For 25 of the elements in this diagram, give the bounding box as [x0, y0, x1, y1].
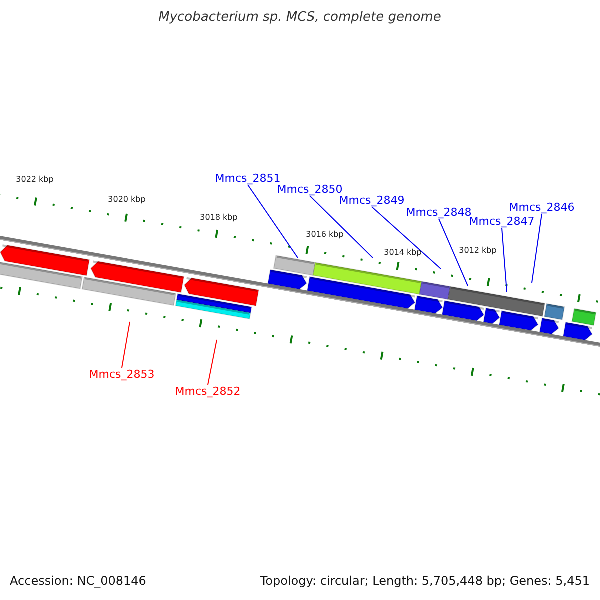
genome-info-text: Topology: circular; Length: 5,705,448 bp; Genes: 5,451 — [260, 574, 590, 588]
leader-line — [122, 322, 130, 368]
scale-label: 3016 kbp — [306, 230, 344, 239]
scale-label: 3012 kbp — [459, 246, 497, 255]
gene-label: Mmcs_2848 — [406, 206, 472, 219]
leader-line — [310, 196, 374, 258]
leader-line — [208, 340, 218, 386]
scale-label: 3018 kbp — [200, 213, 238, 222]
gene-label: Mmcs_2847 — [469, 215, 535, 228]
scale-label: 3014 kbp — [384, 248, 422, 257]
leader-line — [502, 228, 508, 292]
gene-label: Mmcs_2850 — [277, 183, 343, 196]
leader-line — [248, 184, 298, 258]
gene-label: Mmcs_2852 — [175, 385, 241, 398]
leader-line — [532, 214, 542, 284]
gene-label: Mmcs_2851 — [215, 172, 281, 185]
title: Mycobacterium sp. MCS, complete genome — [158, 10, 442, 25]
gene-label: Mmcs_2849 — [339, 194, 405, 207]
leader-line — [438, 218, 468, 286]
leader-line — [372, 206, 442, 270]
gene-label: Mmcs_2853 — [89, 368, 155, 381]
accession-text: Accession: NC_008146 — [10, 574, 146, 588]
scale-label: 3020 kbp — [108, 195, 146, 204]
scale-label: 3022 kbp — [16, 175, 54, 184]
gene-label: Mmcs_2846 — [509, 201, 575, 214]
